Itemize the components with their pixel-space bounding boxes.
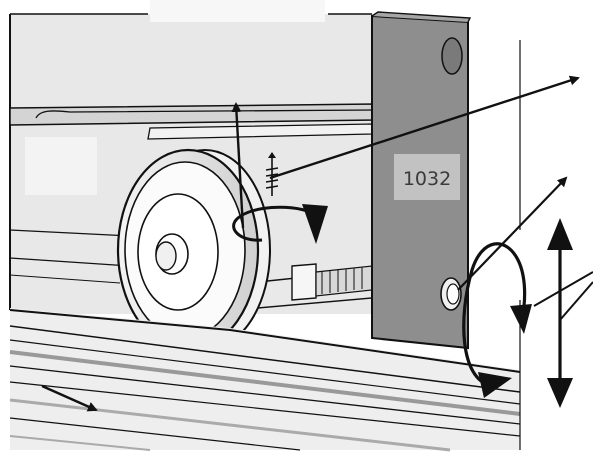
slide-arrow-icon: [41, 384, 98, 412]
hole-arrow-icon: [457, 176, 568, 291]
adjust-rotation-icon: [462, 242, 527, 388]
blank-label-box: [25, 137, 97, 195]
bottom-rail: [9, 308, 521, 452]
part-number-label: 1032: [403, 168, 451, 190]
upper-track: [9, 103, 376, 284]
part-number-box: [394, 154, 460, 200]
screw-arrow-icon: [269, 75, 580, 180]
mounting-bracket: 1032: [371, 11, 472, 350]
roller-wheel: [116, 148, 271, 352]
rotation-arrow-icon: [232, 205, 311, 242]
motion-arrows: [41, 75, 593, 412]
up-arrow-icon: [231, 102, 245, 229]
mounting-screw: [265, 152, 279, 196]
right-panel: [519, 36, 593, 466]
